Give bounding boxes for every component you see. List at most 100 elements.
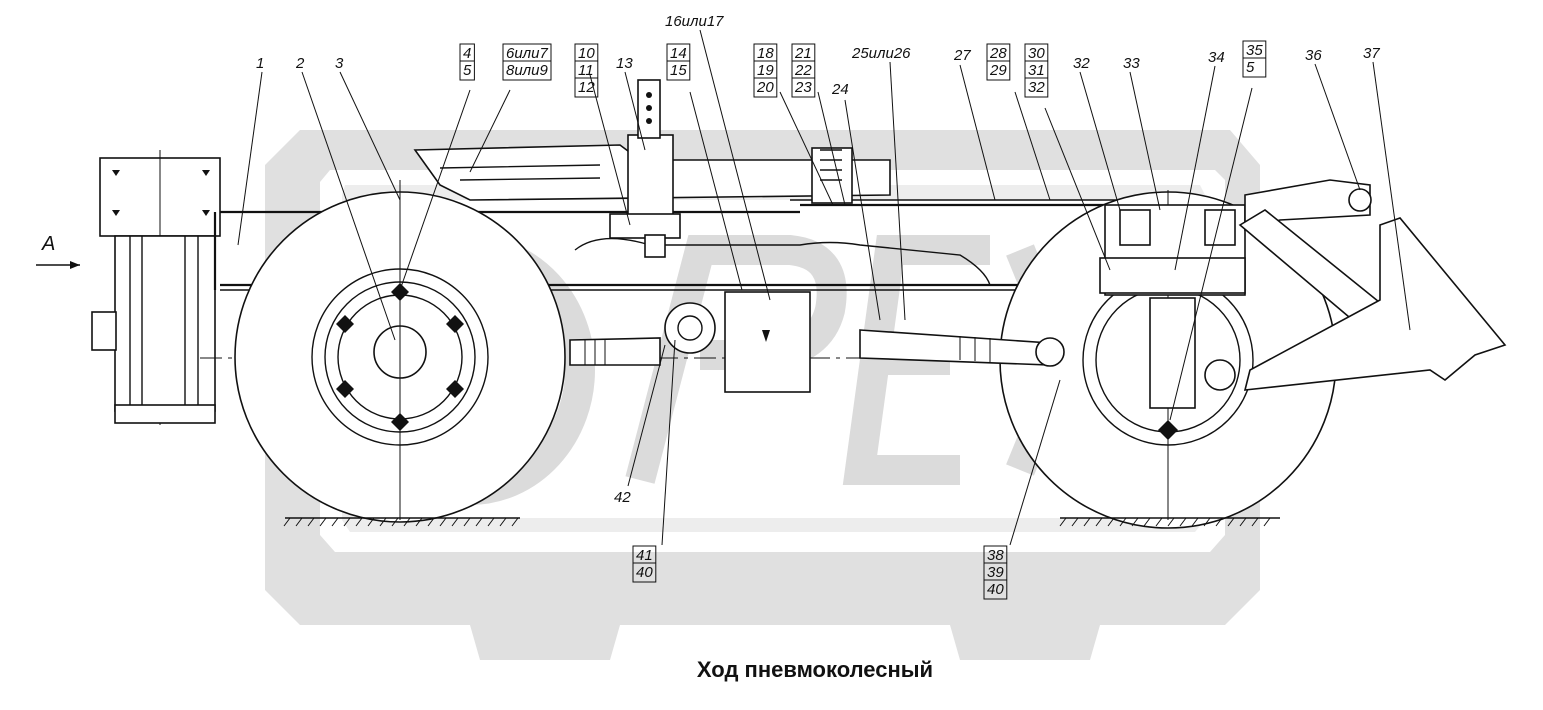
callout-34: 34 [1174, 49, 1225, 271]
callout-label: 1 [256, 55, 264, 72]
leader-line [1009, 379, 1061, 546]
callout-label: 39 [987, 564, 1004, 581]
callout-label: 6или7 [506, 45, 548, 62]
drive-shaft [569, 291, 1065, 393]
leader-line [1372, 61, 1411, 331]
callout-label: 41 [636, 547, 653, 564]
callout-33: 33 [1123, 55, 1161, 211]
leader-line [661, 339, 676, 546]
callout-label: 34 [1208, 49, 1225, 66]
callout-label: 32 [1028, 79, 1045, 96]
leader-line [1014, 91, 1051, 201]
rear-hitch [1238, 179, 1507, 391]
callout-label: 23 [794, 79, 812, 96]
leader-line [817, 91, 846, 206]
leader-line [589, 74, 631, 226]
callout-label: 37 [1363, 45, 1380, 62]
leader-line [779, 91, 834, 206]
view-marker-label: А [41, 233, 55, 255]
view-marker-a: А [36, 233, 80, 269]
callout-label: 40 [987, 581, 1004, 598]
callout-label: 27 [953, 47, 971, 64]
front-outrigger [91, 150, 221, 425]
callout-label: 12 [578, 79, 595, 96]
callout-label: 31 [1028, 62, 1045, 79]
callout-label: 5 [1246, 59, 1255, 76]
callout-1: 1 [237, 55, 264, 246]
leader-line [469, 89, 511, 173]
callout-label: 15 [670, 62, 687, 79]
leader-line [1129, 71, 1161, 211]
leader-line [844, 99, 881, 321]
callout-42: 42 [614, 344, 666, 506]
leader-line [237, 71, 263, 246]
leader-line [959, 64, 996, 201]
callout-label: 10 [578, 45, 595, 62]
drawing-caption: Ход пневмоколесный [697, 657, 933, 682]
leader-line [699, 29, 771, 301]
callout-label: 20 [756, 79, 774, 96]
callout-27: 27 [953, 47, 996, 201]
leader-line [624, 71, 646, 151]
leader-line [1174, 65, 1216, 271]
callout-label: 18 [757, 45, 774, 62]
leader-line [399, 89, 471, 291]
rear-suspension [1099, 204, 1246, 409]
callout-label: 21 [794, 45, 812, 62]
callout-label: 16или17 [665, 13, 724, 30]
callout-label: 32 [1073, 55, 1090, 72]
front-wheel [234, 180, 566, 527]
arrow-icon [70, 261, 80, 269]
gearbox-16 [724, 291, 811, 393]
callout-35-5: 355 [1169, 40, 1267, 421]
callout-label: 35 [1246, 42, 1263, 59]
callout-label: 8или9 [506, 62, 548, 79]
callout-13: 13 [616, 55, 646, 151]
callout-label: 29 [989, 62, 1007, 79]
callout-37: 37 [1363, 45, 1411, 331]
callout-24: 24 [831, 81, 881, 321]
callout-32: 32 [1073, 55, 1121, 211]
callout-2: 2 [295, 55, 396, 341]
leader-line [1044, 107, 1111, 271]
callout-label: 13 [616, 55, 633, 72]
leader-line [1079, 71, 1121, 211]
callout-label: 25или26 [851, 45, 911, 62]
callout-label: 5 [463, 62, 472, 79]
callout-label: 30 [1028, 45, 1045, 62]
callout-label: 42 [614, 489, 631, 506]
callout-16или17: 16или17 [665, 13, 771, 301]
leader-line [1314, 63, 1361, 191]
callout-label: 14 [670, 45, 687, 62]
callout-36: 36 [1305, 47, 1361, 191]
ground-left [283, 517, 520, 527]
callout-25или26: 25или26 [851, 45, 911, 321]
callout-4-5: 45 [399, 43, 475, 291]
callout-label: 33 [1123, 55, 1140, 72]
callout-label: 2 [295, 55, 305, 72]
leader-line [627, 344, 666, 487]
leader-line [339, 71, 401, 201]
callout-label: 3 [335, 55, 344, 72]
callout-label: 28 [989, 45, 1007, 62]
callout-label: 38 [987, 547, 1004, 564]
callout-label: 24 [831, 81, 849, 98]
leader-line [689, 91, 743, 291]
callout-label: 22 [794, 62, 812, 79]
ground-right [1059, 517, 1280, 527]
callout-label: 36 [1305, 47, 1322, 64]
leader-line [301, 71, 396, 341]
upper-assembly [413, 79, 891, 258]
callout-label: 4 [463, 45, 471, 62]
callout-label: 19 [757, 62, 774, 79]
